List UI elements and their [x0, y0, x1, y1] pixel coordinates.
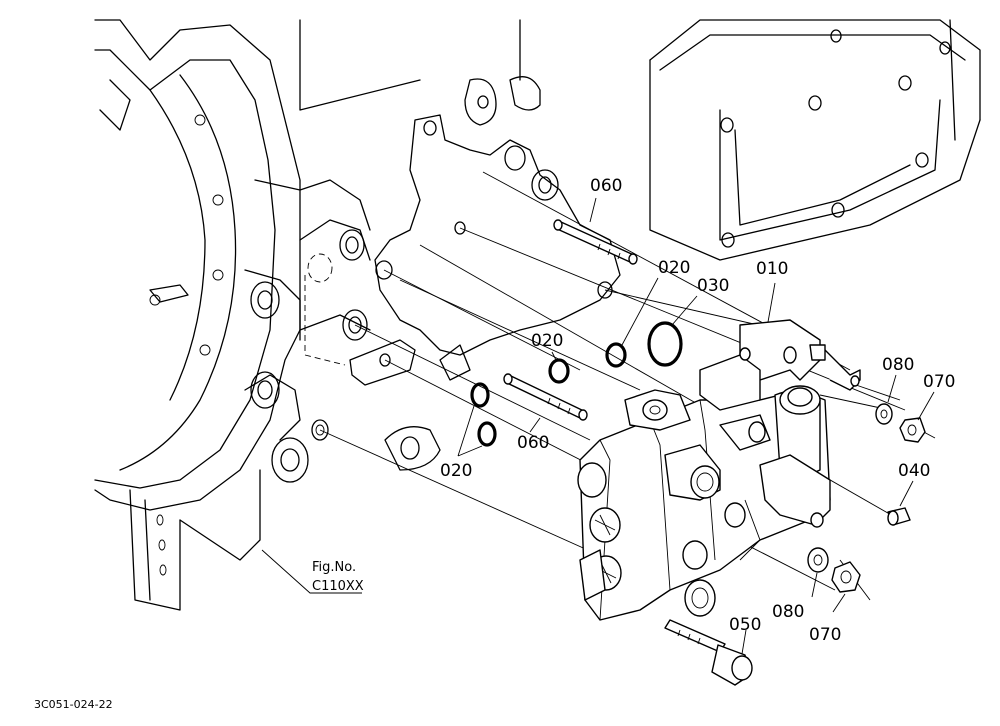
- o-ring-020-d: [477, 421, 497, 447]
- callout-060-upper: 060: [590, 176, 622, 196]
- washer-080-lower: [807, 547, 829, 573]
- o-ring-020-b: [605, 342, 627, 368]
- valve-assembly: [577, 319, 861, 621]
- callout-050: 050: [729, 615, 761, 635]
- fitting-040: [887, 507, 911, 526]
- callout-040: 040: [898, 461, 930, 481]
- callout-070-upper: 070: [923, 372, 955, 392]
- callout-030: 030: [697, 276, 729, 296]
- callout-080-upper: 080: [882, 355, 914, 375]
- transmission-housing: [94, 19, 371, 611]
- o-ring-020-a: [548, 358, 570, 384]
- leader-lines: [261, 197, 935, 655]
- nut-070-upper: [899, 417, 926, 443]
- bolt-050: [664, 619, 753, 686]
- callout-070-lower: 070: [809, 625, 841, 645]
- washer-080-upper: [875, 403, 893, 425]
- figure-ref-label: Fig.No.: [312, 560, 356, 575]
- callout-020-middle: 020: [531, 331, 563, 351]
- callout-080-lower: 080: [772, 602, 804, 622]
- callout-010: 010: [756, 259, 788, 279]
- o-ring-020-c: [470, 382, 490, 408]
- drawing-code: 3C051-024-22: [34, 698, 113, 711]
- gasket-plate: [349, 76, 621, 471]
- nut-070-lower: [831, 561, 861, 593]
- o-ring-030: [647, 321, 683, 367]
- figure-ref-number: C110XX: [312, 579, 364, 594]
- callout-020-upper: 020: [658, 258, 690, 278]
- callout-060-lower: 060: [517, 433, 549, 453]
- upper-cover: [299, 19, 981, 261]
- callout-020-lower: 020: [440, 461, 472, 481]
- stud-lower: [503, 373, 588, 421]
- stud-upper: [553, 219, 638, 265]
